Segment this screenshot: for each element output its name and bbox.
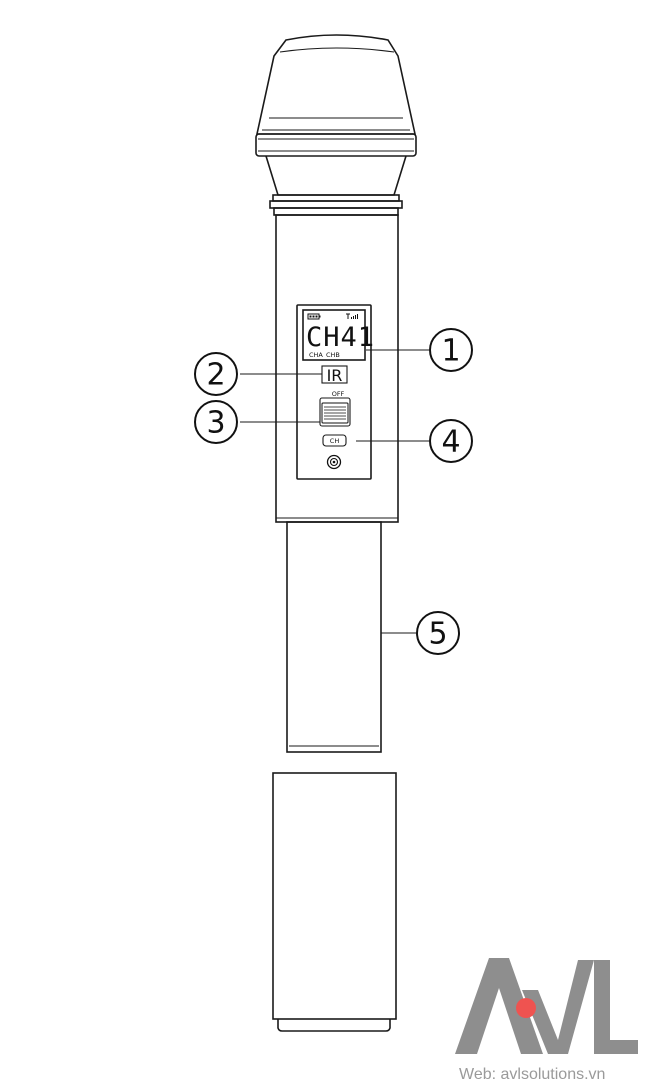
callout-leaders (240, 349, 429, 634)
channel-readout: CH41 (306, 322, 375, 353)
mic-collar-ring (255, 133, 417, 157)
channel-a-label: CHA (309, 351, 323, 359)
callout-4-number: 4 (441, 425, 460, 460)
ring-button-icon[interactable] (326, 454, 342, 470)
callout-2: 2 (194, 352, 238, 396)
ir-window: IR (321, 365, 348, 385)
channel-b-label: CHB (326, 351, 340, 359)
callout-4: 4 (429, 419, 473, 463)
callout-1: 1 (429, 328, 473, 372)
lcd-display: CH41 CHA CHB (302, 309, 375, 361)
website-text: Web: avlsolutions.vn (459, 1066, 605, 1083)
logo-letter-v (522, 960, 594, 1054)
control-panel: CH41 CHA CHB IR OFF CH (296, 304, 375, 480)
mic-neck (265, 155, 407, 216)
power-switch[interactable]: OFF (319, 390, 351, 427)
callout-3-number: 3 (206, 406, 225, 441)
battery-cover (272, 772, 397, 1032)
battery-icon (307, 313, 321, 320)
ir-label: IR (327, 366, 343, 385)
ch-button[interactable]: CH (322, 434, 347, 447)
mic-grille (256, 34, 416, 135)
ch-button-label: CH (330, 437, 340, 445)
logo-letter-a (455, 958, 543, 1054)
avl-logo (455, 958, 638, 1054)
callout-5: 5 (416, 611, 460, 655)
signal-bars-icon (346, 313, 358, 319)
callout-1-number: 1 (441, 334, 460, 369)
battery-tube (286, 521, 382, 753)
logo-dot (516, 998, 536, 1018)
power-slider-icon (321, 402, 349, 424)
callout-3: 3 (194, 400, 238, 444)
power-switch-label: OFF (332, 390, 345, 398)
callout-5-number: 5 (428, 617, 447, 652)
callout-2-number: 2 (206, 358, 225, 393)
logo-letter-l (594, 960, 638, 1054)
